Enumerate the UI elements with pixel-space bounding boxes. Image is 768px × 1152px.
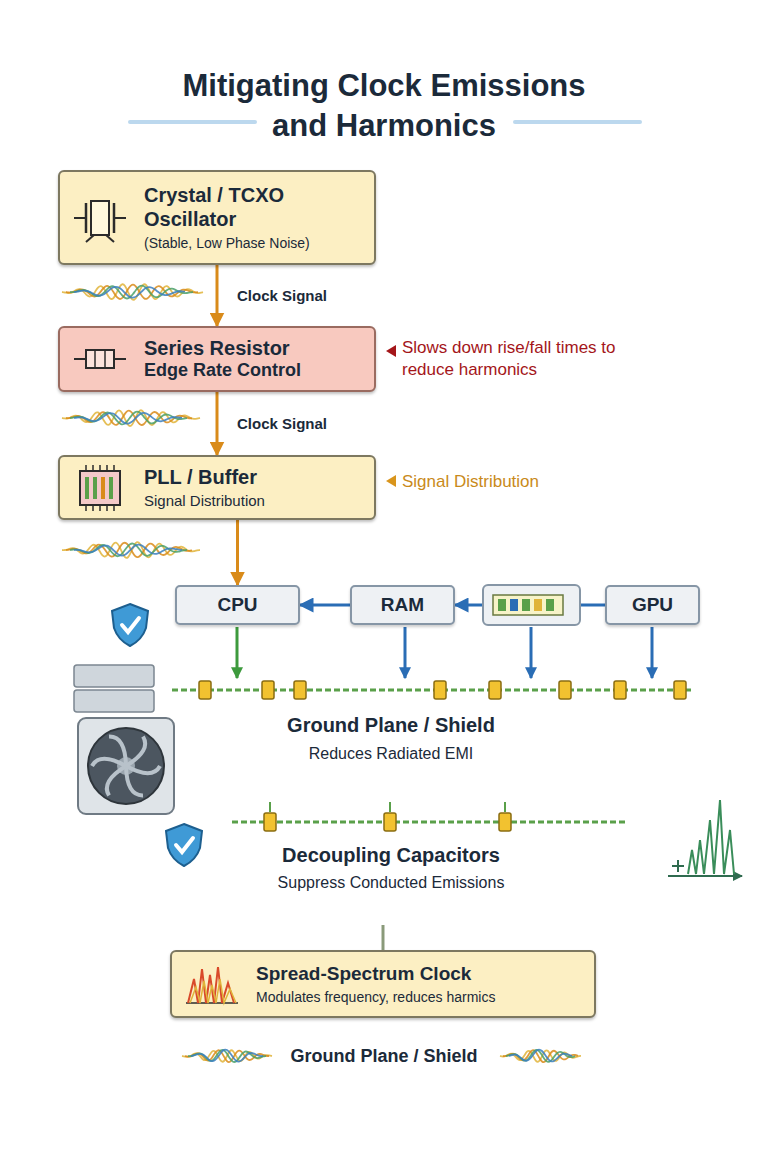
- signal-wave: [185, 1050, 269, 1062]
- signal-wave: [66, 285, 198, 299]
- callout-pointer: [386, 345, 396, 357]
- spectrum-icon: [184, 959, 240, 1009]
- title-accent: [515, 120, 640, 124]
- capacitor: [384, 813, 396, 831]
- fan-blade: [126, 766, 160, 773]
- fan-blade: [92, 759, 126, 766]
- node-subtext: Reduces Radiated EMI: [60, 744, 722, 763]
- fan-blades: [92, 737, 160, 796]
- connector-arrow: [300, 604, 350, 607]
- capacitor: [489, 681, 501, 699]
- node-heading: PLL / Buffer: [144, 465, 362, 489]
- capacitor: [559, 681, 571, 699]
- node-heading: RAM: [381, 594, 424, 617]
- node-subtext: (Stable, Low Phase Noise): [144, 235, 362, 252]
- signal-wave: [500, 1050, 581, 1061]
- node-subtext: Signal Distribution: [144, 492, 362, 510]
- capacitor: [264, 813, 276, 831]
- connector-arrow: [236, 520, 239, 585]
- shield-icon: [166, 824, 202, 866]
- component-box: GPU: [605, 585, 700, 625]
- node-heading: CPU: [217, 594, 257, 617]
- oscillator-box: Crystal / TCXO Oscillator (Stable, Low Ph…: [58, 170, 376, 265]
- callout-note: Signal Distribution: [402, 471, 652, 493]
- node-heading: Ground Plane / Shield: [60, 713, 722, 737]
- capacitor: [294, 681, 306, 699]
- component-box: RAM: [350, 585, 455, 625]
- spread-spectrum-box: Spread-Spectrum ClockModulates frequency…: [170, 950, 596, 1018]
- connector-arrow: [382, 925, 385, 950]
- capacitor: [434, 681, 446, 699]
- fan-blade: [109, 737, 126, 766]
- pc-housing: Ground Plane / ShieldReduces Radiated EM…: [60, 545, 722, 925]
- node-heading: GPU: [632, 594, 673, 617]
- signal-wave: [70, 286, 193, 299]
- node-subtext: Edge Rate Control: [144, 360, 362, 382]
- signal-wave: [66, 543, 192, 557]
- connector-arrow: [216, 392, 219, 455]
- signal-wave: [191, 1050, 263, 1062]
- signal-wave: [506, 1050, 575, 1062]
- edge-label: Clock Signal: [237, 287, 327, 304]
- edge-label: Clock Signal: [237, 415, 327, 432]
- signal-wave: [509, 1050, 572, 1062]
- ground-arrow: [530, 627, 533, 678]
- title-block: Mitigating Clock Emissions and Harmonics: [0, 66, 768, 147]
- signal-wave: [66, 411, 192, 425]
- signal-wave: [74, 545, 182, 556]
- signal-wave: [188, 1050, 266, 1062]
- signal-wave: [182, 1050, 272, 1061]
- capacitor: [674, 681, 686, 699]
- capacitor: [614, 681, 626, 699]
- callout-pointer: [386, 475, 396, 487]
- capacitor-lead: [389, 802, 391, 812]
- ground-arrow: [236, 627, 239, 678]
- capacitor: [499, 813, 511, 831]
- signal-wave: [62, 542, 200, 558]
- chip-icon: [72, 463, 128, 513]
- diagram-title: Mitigating Clock Emissions and Harmonics: [162, 66, 607, 147]
- capacitor-lead: [269, 802, 271, 812]
- signal-wave: [70, 543, 187, 556]
- signal-wave: [74, 413, 182, 424]
- node-heading: Spread-Spectrum Clock: [256, 963, 582, 986]
- footer-label: Ground Plane / Shield: [284, 1045, 484, 1068]
- fan-blade: [126, 737, 145, 766]
- resistor-box: Series ResistorEdge Rate Control: [58, 326, 376, 392]
- crystal-icon: [72, 193, 128, 243]
- component-box: CPU: [175, 585, 300, 625]
- shield-icon: [112, 604, 148, 646]
- pll-box: PLL / BufferSignal Distribution: [58, 455, 376, 520]
- node-subtext: Decoupling Capacitors: [60, 843, 722, 867]
- fan-blade: [126, 766, 143, 795]
- case-illustration: [74, 665, 174, 814]
- ground-arrow: [404, 627, 407, 678]
- signal-wave: [74, 287, 185, 298]
- capacitor: [262, 681, 274, 699]
- title-accent: [130, 120, 255, 124]
- spectrum-graph: [668, 800, 742, 876]
- capacitor: [199, 681, 211, 699]
- callout-note: Slows down rise/fall times to reduce har…: [402, 337, 672, 381]
- decoupling-rail: [232, 821, 628, 824]
- capacitor-lead: [504, 802, 506, 812]
- signal-waves: [62, 284, 581, 1062]
- node-subtext: Modulates frequency, reduces harmics: [256, 989, 582, 1006]
- node-heading: Crystal / TCXO Oscillator: [144, 183, 362, 231]
- signal-wave: [62, 284, 203, 300]
- node-heading: Series Resistor: [144, 336, 362, 360]
- connector-arrow: [216, 265, 219, 326]
- fan-blade: [107, 766, 126, 795]
- ground-arrow: [651, 627, 654, 678]
- memory-chip: [483, 585, 580, 625]
- signal-wave: [62, 410, 200, 426]
- node-subtext: Suppress Conducted Emissions: [60, 873, 722, 892]
- signal-wave: [503, 1050, 578, 1062]
- signal-wave: [70, 412, 187, 425]
- resistor-icon: [72, 334, 128, 384]
